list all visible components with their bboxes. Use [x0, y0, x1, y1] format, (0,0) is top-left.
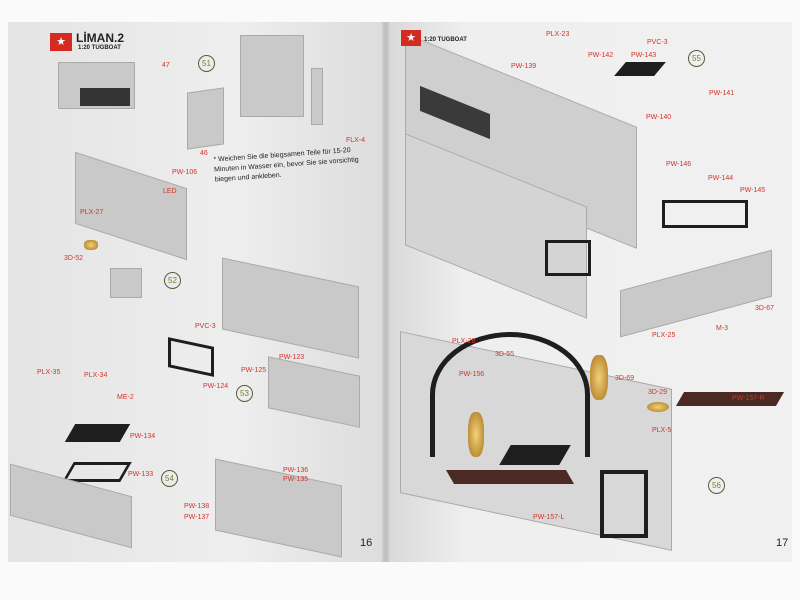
part-label: PLX-35 [37, 369, 61, 376]
brand-subtitle: 1:20 TUGBOAT [78, 45, 121, 51]
part-label: PLX-25 [652, 332, 676, 339]
brand-logo-icon: ★ [50, 33, 72, 51]
part-label: PW-133 [128, 471, 154, 478]
part-label: PW-136 [283, 467, 309, 474]
part-label: PLX-23 [546, 31, 570, 38]
part-label: PVC-3 [195, 323, 216, 330]
part-label: PW-135 [283, 476, 309, 483]
part-label: PW-140 [646, 114, 672, 121]
step-number: 53 [236, 385, 253, 402]
part-label: PW-134 [130, 433, 156, 440]
part-label: PLX-5 [652, 427, 672, 434]
part-label: M-3 [716, 325, 729, 332]
step-number: 56 [708, 477, 725, 494]
plate-pw134 [64, 424, 131, 442]
grate-pw157l [445, 470, 575, 484]
strip-part [311, 68, 323, 125]
part-label: PW-139 [511, 63, 537, 70]
door-frame [545, 240, 591, 276]
part-label: PW-157-L [533, 514, 565, 521]
grate-pw157r [675, 392, 785, 406]
winch-3d69 [590, 355, 608, 400]
part-label: PW-157-R [732, 395, 765, 402]
part-label: PLX-28 [452, 338, 476, 345]
part-label: PW-141 [709, 90, 735, 97]
part-label: FLX-4 [346, 137, 366, 144]
part-label: PW-144 [708, 175, 734, 182]
ring-3d29 [647, 402, 669, 412]
part-label: 46 [200, 150, 208, 157]
arch-plx28 [430, 332, 590, 457]
part-label: PW-137 [184, 514, 210, 521]
winch-3d69-installed [468, 412, 484, 457]
step-number: 52 [164, 272, 181, 289]
part-label: PW-123 [279, 354, 305, 361]
lamp-part [84, 240, 98, 250]
part-label: 3D-67 [755, 305, 775, 312]
part-label: PW-125 [241, 367, 267, 374]
part-label: PW-143 [631, 52, 657, 59]
brand-subtitle: 1:20 TUGBOAT [424, 37, 467, 43]
step-number: 54 [161, 470, 178, 487]
wall-part [240, 35, 304, 117]
part-label: PVC-3 [647, 39, 668, 46]
door-frame-aft [600, 470, 648, 538]
part-label: LED [163, 188, 177, 195]
part-label: ME-2 [117, 394, 134, 401]
part-label: 3D-69 [615, 375, 635, 382]
part-label: PW-124 [203, 383, 229, 390]
page-number: 16 [360, 537, 373, 549]
part-label: PW-138 [184, 503, 210, 510]
part-label: PLX-34 [84, 372, 108, 379]
brand-logo-icon: ★ [401, 30, 421, 46]
panel-part [187, 87, 224, 150]
hull-opening [80, 88, 130, 106]
page-number: 17 [776, 537, 789, 549]
part-label: PW-156 [459, 371, 485, 378]
part-label: PW-146 [666, 161, 692, 168]
part-label: 3D-29 [648, 389, 668, 396]
hatch-plate [499, 445, 571, 465]
binding-gutter [382, 22, 390, 562]
part-label: PW-106 [172, 169, 198, 176]
step-number: 51 [198, 55, 215, 72]
step-number: 55 [688, 50, 705, 67]
part-label: 3D-55 [495, 351, 515, 358]
frame-pw133 [62, 462, 132, 482]
brand-title: LİMAN.2 [76, 31, 124, 45]
part-label: 3D-52 [64, 255, 84, 262]
lamp-housing [110, 268, 142, 298]
frames-pw144-145 [662, 200, 748, 228]
part-label: PW-142 [588, 52, 614, 59]
part-label: 47 [162, 62, 170, 69]
part-label: PW-145 [740, 187, 766, 194]
part-label: PLX-27 [80, 209, 104, 216]
